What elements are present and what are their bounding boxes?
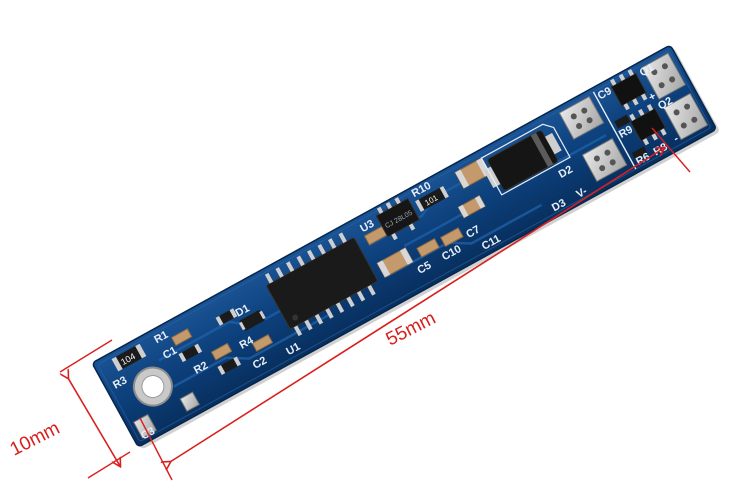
length-label: 55mm xyxy=(383,308,440,351)
width-label: 10mm xyxy=(7,418,64,461)
width-extension-bottom xyxy=(87,451,131,479)
mosfet-q1 xyxy=(609,68,648,111)
resistor-r3-cap-left xyxy=(111,356,123,372)
pcb-board: 104 xyxy=(92,45,719,449)
label-c9: C9 xyxy=(596,85,614,102)
resistor-r3-body xyxy=(114,345,144,370)
mosfet-q2 xyxy=(629,104,667,146)
width-arrow xyxy=(68,378,120,466)
solder-pads-right xyxy=(641,52,709,141)
width-extension-top xyxy=(59,339,113,373)
length-arrow xyxy=(170,148,664,462)
resistor-r3-cap-right xyxy=(135,343,147,359)
label-plus: + xyxy=(647,90,658,104)
label-r9: R9 xyxy=(617,124,635,141)
label-minus: - xyxy=(672,133,681,145)
length-extension-right xyxy=(651,127,691,173)
resistor-r9 xyxy=(614,114,631,129)
